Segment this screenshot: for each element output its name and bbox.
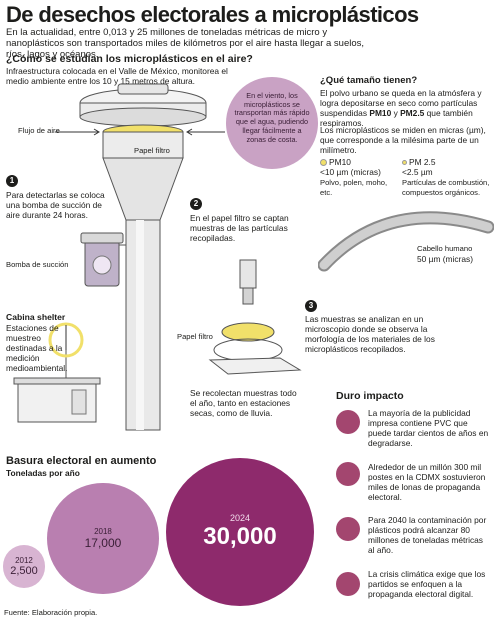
study-heading: ¿Cómo se estudian los microplásticos en … — [6, 53, 253, 65]
shelter-text: Estaciones de muestreo destinadas a la m… — [6, 323, 68, 373]
step-1-text: Para detectarlas se coloca una bomba de … — [6, 190, 105, 220]
waste-pile-icon — [336, 517, 360, 541]
filter-label-2: Papel filtro — [177, 332, 213, 341]
step-1-badge: 1 — [6, 175, 18, 187]
pm25-desc: Partículas de combustión, compuestos org… — [402, 178, 490, 197]
pm10-label: PM10 — [329, 157, 351, 167]
microscope-illustration — [208, 259, 302, 375]
hourglass-icon — [336, 410, 360, 434]
air-sampler-illustration — [13, 83, 225, 431]
human-hair-illustration — [318, 211, 494, 272]
bubble-value-label: 2,500 — [10, 565, 38, 578]
pm10-dot-icon — [320, 159, 327, 167]
source-text: Fuente: Elaboración propia. — [4, 608, 98, 617]
pm10-desc: Polvo, polen, moho, etc. — [320, 178, 388, 197]
intro-text: En la actualidad, entre 0,013 y 25 millo… — [6, 27, 365, 60]
pump-label: Bomba de succión — [6, 260, 69, 269]
pm25-size: <2.5 µm — [402, 167, 433, 177]
size-heading: ¿Qué tamaño tienen? — [320, 75, 418, 86]
impact-item-4: La crisis climática exige que los partid… — [368, 569, 486, 599]
wind-note-bubble: En el viento, los microplásticos se tran… — [226, 77, 318, 169]
shelter-title: Cabina shelter — [6, 312, 66, 322]
size-text-2: Los microplásticos se miden en micras (µ… — [320, 125, 486, 155]
seasons-text: Se recolectan muestras todo el año, tant… — [190, 388, 297, 418]
airflow-label: Flujo de aire — [18, 126, 60, 135]
step-2-badge: 2 — [190, 198, 202, 210]
pm25-block: PM 2.5 <2.5 µm Partículas de combustión,… — [402, 157, 490, 197]
study-intro: Infraestructura colocada en el Valle de … — [6, 66, 228, 86]
step-2-text: En el papel filtro se captan muestras de… — [190, 213, 289, 243]
chart-subtitle: Toneladas por año — [6, 468, 80, 478]
pm25-dot-icon — [402, 160, 407, 166]
bubble-year-label: 2024 — [229, 513, 251, 523]
impact-item-3: Para 2040 la contaminación por plásticos… — [368, 515, 487, 555]
bubble-value-label: 30,000 — [203, 523, 277, 550]
step-3-badge: 3 — [305, 300, 317, 312]
pm10-block: PM10 <10 µm (micras) Polvo, polen, moho,… — [320, 157, 398, 197]
hair-size: 50 µm (micras) — [417, 254, 474, 264]
pm25-label: PM 2.5 — [409, 157, 436, 167]
bubble-year-label: 2012 — [15, 556, 33, 566]
street-pole-icon — [336, 462, 360, 486]
bubble-value-label: 17,000 — [84, 535, 122, 550]
page-title: De desechos electorales a microplásticos — [6, 2, 419, 27]
chart-title: Basura electoral en aumento — [6, 455, 157, 467]
pm10-size: <10 µm (micras) — [320, 167, 381, 177]
impact-item-1: La mayoría de la publicidad impresa cont… — [368, 408, 489, 448]
hair-label: Cabello humano — [417, 244, 473, 253]
bubble-year-label: 2018 — [94, 526, 112, 536]
step-3-text: Las muestras se analizan en un microscop… — [305, 314, 435, 354]
filter-label: Papel filtro — [134, 146, 170, 155]
impact-item-2: Alrededor de un millón 300 mil postes en… — [368, 462, 486, 502]
size-text-1: El polvo urbano se queda en la atmósfera… — [320, 88, 482, 128]
globe-icon — [336, 572, 360, 596]
impact-heading: Duro impacto — [336, 390, 404, 402]
